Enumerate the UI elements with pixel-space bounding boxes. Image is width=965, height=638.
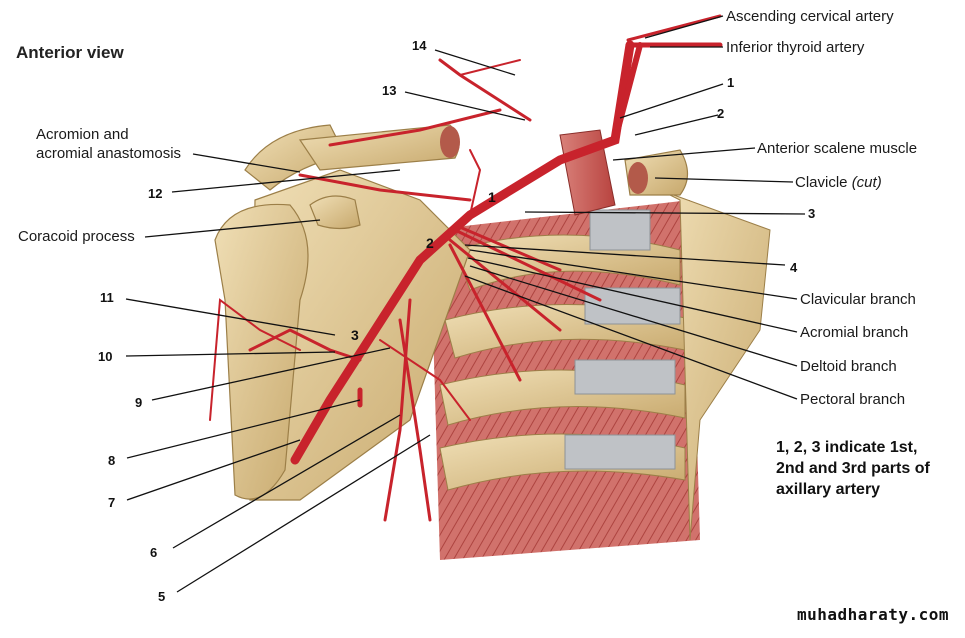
chest-wall [430,189,771,560]
part-3-marker: 3 [351,327,359,343]
number-12: 12 [148,186,163,201]
label-deltoid-branch: Deltoid branch [800,358,897,375]
number-11: 11 [100,290,114,305]
label-ascending-cervical-artery: Ascending cervical artery [726,8,894,25]
label-clavicle-text: Clavicle [795,174,848,191]
number-6: 6 [150,545,158,560]
label-clavicular-branch: Clavicular branch [800,291,916,308]
number-8: 8 [108,453,116,468]
part-2-marker: 2 [426,235,434,251]
number-14: 14 [412,38,427,53]
number-7: 7 [108,495,116,510]
number-1: 1 [727,75,735,90]
number-5: 5 [158,589,166,604]
number-4: 4 [790,260,798,275]
number-2: 2 [717,106,725,121]
label-inferior-thyroid-artery: Inferior thyroid artery [726,39,865,56]
parts-note: 1, 2, 3 indicate 1st, 2nd and 3rd parts … [776,437,930,500]
shoulder-bones [214,124,689,501]
label-pectoral-branch: Pectoral branch [800,391,906,408]
label-clavicle-cut: (cut) [851,174,882,191]
number-13: 13 [382,83,397,98]
number-3: 3 [808,206,816,221]
parts-note-line2: 2nd and 3rd parts of [776,460,930,477]
view-title: Anterior view [16,43,124,62]
parts-note-line3: axillary artery [776,481,881,498]
label-clavicle: Clavicle (cut) [795,174,882,191]
label-coracoid-process: Coracoid process [18,228,135,245]
part-1-marker: 1 [488,189,496,205]
label-acromion-line2: acromial anastomosis [36,145,182,162]
label-acromial-branch: Acromial branch [800,324,909,341]
number-9: 9 [135,395,143,410]
label-anterior-scalene-muscle: Anterior scalene muscle [757,140,918,157]
watermark: muhadharaty.com [797,605,949,624]
parts-note-line1: 1, 2, 3 indicate 1st, [776,439,918,456]
label-acromion-line1: Acromion and [36,126,129,143]
number-10: 10 [98,349,113,364]
leader-lines [125,15,806,593]
